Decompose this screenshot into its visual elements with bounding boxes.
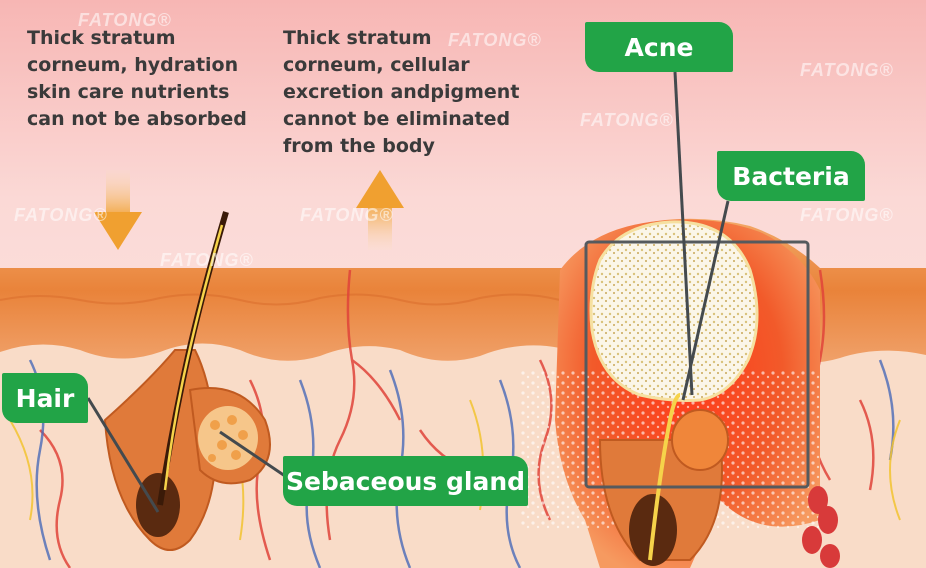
label-bacteria: Bacteria xyxy=(717,151,865,201)
label-sebaceous-gland: Sebaceous gland xyxy=(283,456,528,506)
watermark: FATONG® xyxy=(448,30,542,50)
down-arrow-icon xyxy=(94,170,142,250)
watermark: FATONG® xyxy=(160,250,254,270)
label-hair: Hair xyxy=(2,373,88,423)
caption-absorption: Thick stratum corneum, hydration skin ca… xyxy=(27,27,247,130)
watermark: FATONG® xyxy=(800,60,894,80)
up-arrow-icon xyxy=(356,170,404,250)
acne-pointer-line xyxy=(673,71,694,396)
bacteria-pointer-line xyxy=(681,200,730,401)
watermark: FATONG® xyxy=(580,110,674,130)
watermark: FATONG® xyxy=(14,205,108,225)
watermark: FATONG® xyxy=(300,205,394,225)
hair-pointer-line xyxy=(86,397,160,513)
label-acne: Acne xyxy=(585,22,733,72)
caption-excretion: Thick stratum corneum, cellular excretio… xyxy=(283,27,520,157)
watermark: FATONG® xyxy=(800,205,894,225)
watermark: FATONG® xyxy=(78,10,172,30)
sebaceous-pointer-line xyxy=(219,430,289,480)
